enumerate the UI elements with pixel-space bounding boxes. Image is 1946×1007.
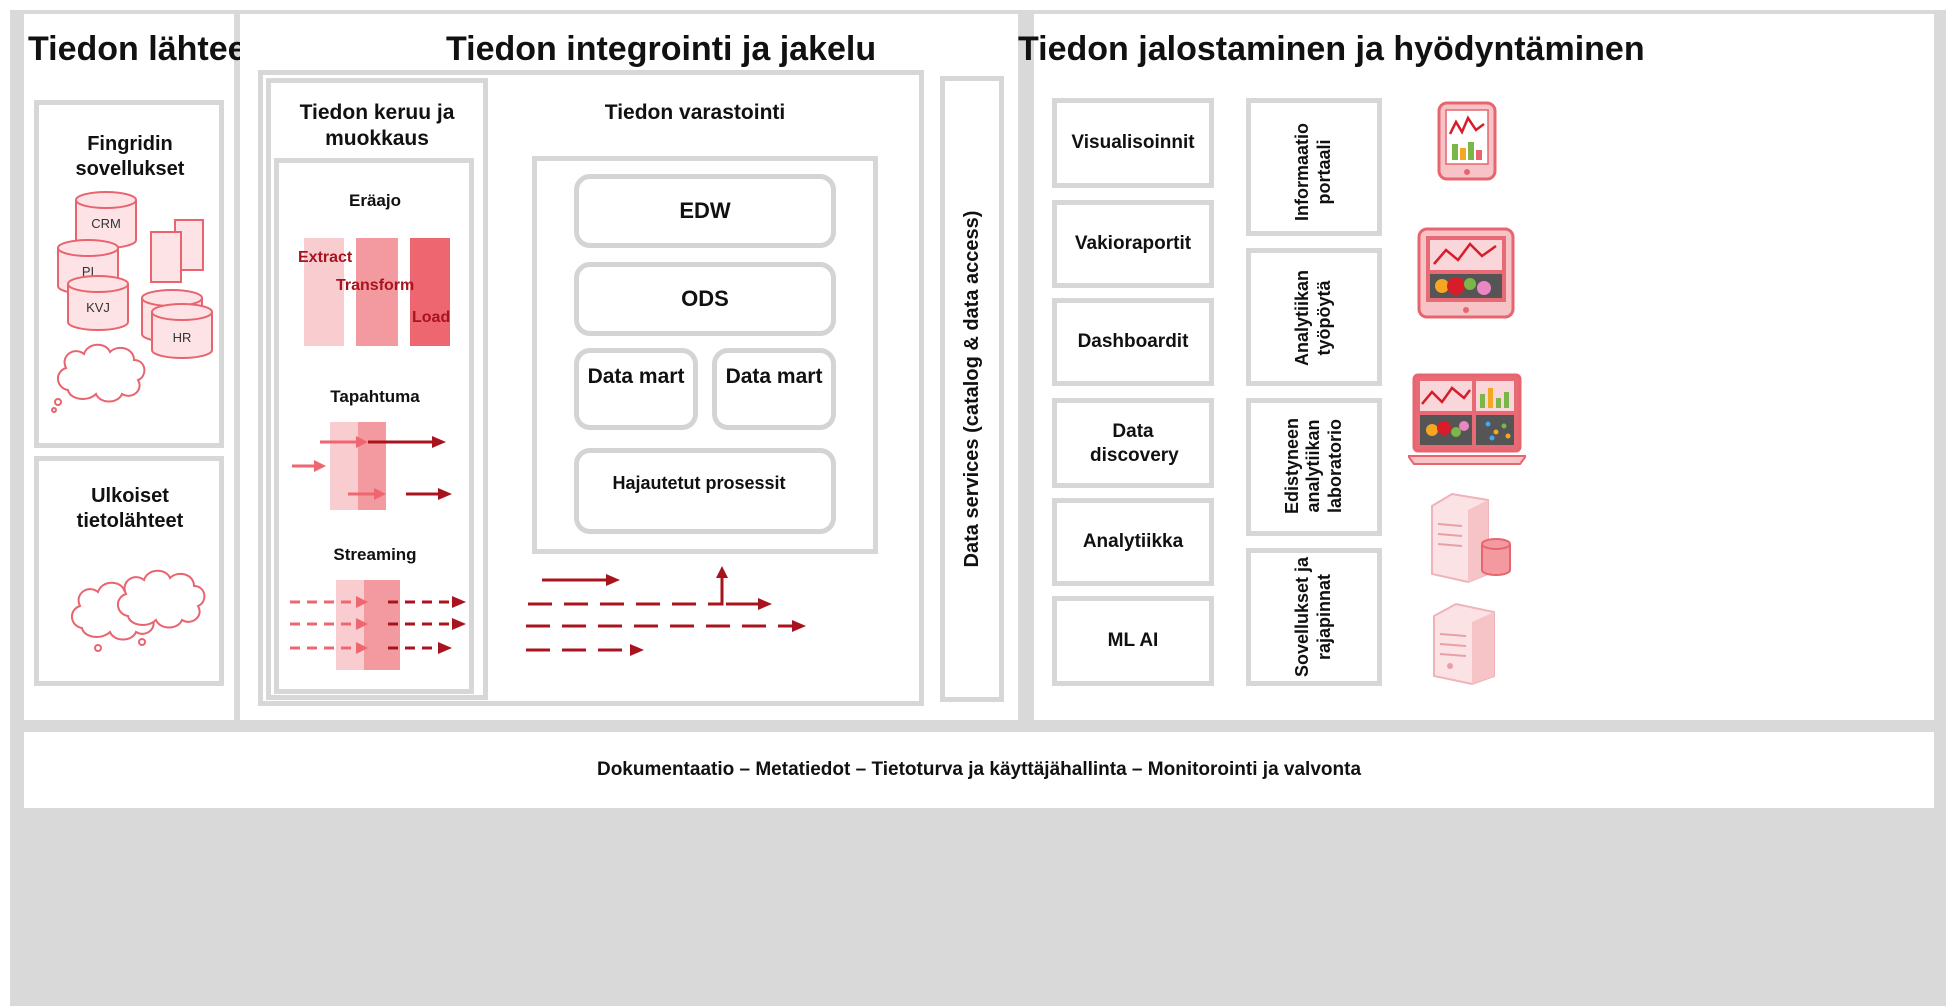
sources-title: Tiedon lähteet [28, 30, 258, 68]
use-vakioraportit: Vakioraportit [1052, 200, 1214, 288]
event-graphics [292, 422, 452, 510]
extract-label: Extract [298, 249, 353, 266]
storage-flow-graphics [526, 566, 806, 656]
distributed-processes-box [574, 448, 836, 534]
load-label: Load [412, 309, 450, 326]
hr-database-icon [141, 289, 213, 359]
documents-icon [150, 219, 204, 283]
platform-informaatio-portaali-label: Informaatio portaali [1292, 123, 1334, 222]
transform-label: Transform [336, 277, 414, 294]
platform-informaatio-portaali [1246, 98, 1382, 236]
kvj-label: KVJ [86, 300, 110, 315]
transform-bar [356, 238, 398, 346]
data-mart-label-1: Data mart [587, 365, 685, 388]
kvj-database-icon [67, 275, 129, 331]
data-mart-box-1 [574, 348, 698, 430]
distributed-processes-label: Hajautetut prosessit [612, 473, 786, 493]
use-dashboardit: Dashboardit [1052, 298, 1214, 386]
data-services-box [940, 76, 1004, 702]
data-mart-label-2: Data mart [725, 365, 823, 388]
platform-analytiikan-tyopoyta-label: Analytiikan työpöytä [1292, 269, 1334, 367]
external-sources-title: Ulkoiset tietolähteet [76, 485, 184, 532]
batch-title: Eräajo [349, 191, 401, 210]
streaming-title: Streaming [333, 545, 417, 564]
data-services-label: Data services (catalog & data access) [960, 210, 983, 568]
use-visualisoinnit: Visualisoinnit [1052, 98, 1214, 188]
integration-title: Tiedon integrointi ja jakelu [446, 30, 877, 68]
use-data-discovery-label: Data discovery [1090, 421, 1179, 466]
use-analytiikka: Analytiikka [1052, 498, 1214, 586]
data-mart-box-2 [712, 348, 836, 430]
platform-sovellukset-ja-rajapinnat-label: Sovellukset ja rajapinnat [1292, 556, 1334, 678]
laptop-chart-icon [1408, 373, 1526, 465]
extract-bar [304, 238, 344, 346]
collection-title: Tiedon keruu ja muokkaus [299, 101, 455, 151]
server-icon [1433, 602, 1495, 686]
streaming-graphics [290, 580, 466, 670]
external-clouds-graphics [71, 569, 206, 652]
crm-label: CRM [91, 216, 121, 231]
fingrid-apps-graphics: CRM PI KVJ HR [51, 191, 213, 413]
use-ml-ai: ML AI [1052, 596, 1214, 686]
platform-edistyneen-analytiikan-laboratorio-label: Edistyneen analytiikan laboratorio [1281, 417, 1345, 515]
cloud-icon [51, 343, 146, 413]
edw-box: EDW [574, 174, 836, 248]
fingrid-apps-title: Fingridin sovellukset [75, 133, 185, 180]
platform-edistyneen-analytiikan-laboratorio [1246, 398, 1382, 536]
storage-title: Tiedon varastointi [604, 101, 786, 124]
use-data-discovery [1052, 398, 1214, 488]
external-sources-box [34, 456, 224, 686]
load-bar [410, 238, 450, 346]
ods-box: ODS [574, 262, 836, 336]
footer-bar: Dokumentaatio – Metatiedot – Tietoturva … [24, 732, 1934, 808]
platform-analytiikan-tyopoyta [1246, 248, 1382, 386]
cloud-icon [117, 569, 206, 646]
monitor-chart-icon [1417, 227, 1515, 319]
tablet-chart-icon [1437, 101, 1497, 181]
refinement-title: Tiedon jalostaminen ja hyödyntäminen [1018, 30, 1645, 68]
hr-label: HR [173, 330, 192, 345]
platform-sovellukset-ja-rajapinnat [1246, 548, 1382, 686]
event-title: Tapahtuma [330, 387, 420, 406]
etl-graphics: Extract Transform Load [298, 238, 450, 346]
server-database-icon [1431, 492, 1511, 584]
